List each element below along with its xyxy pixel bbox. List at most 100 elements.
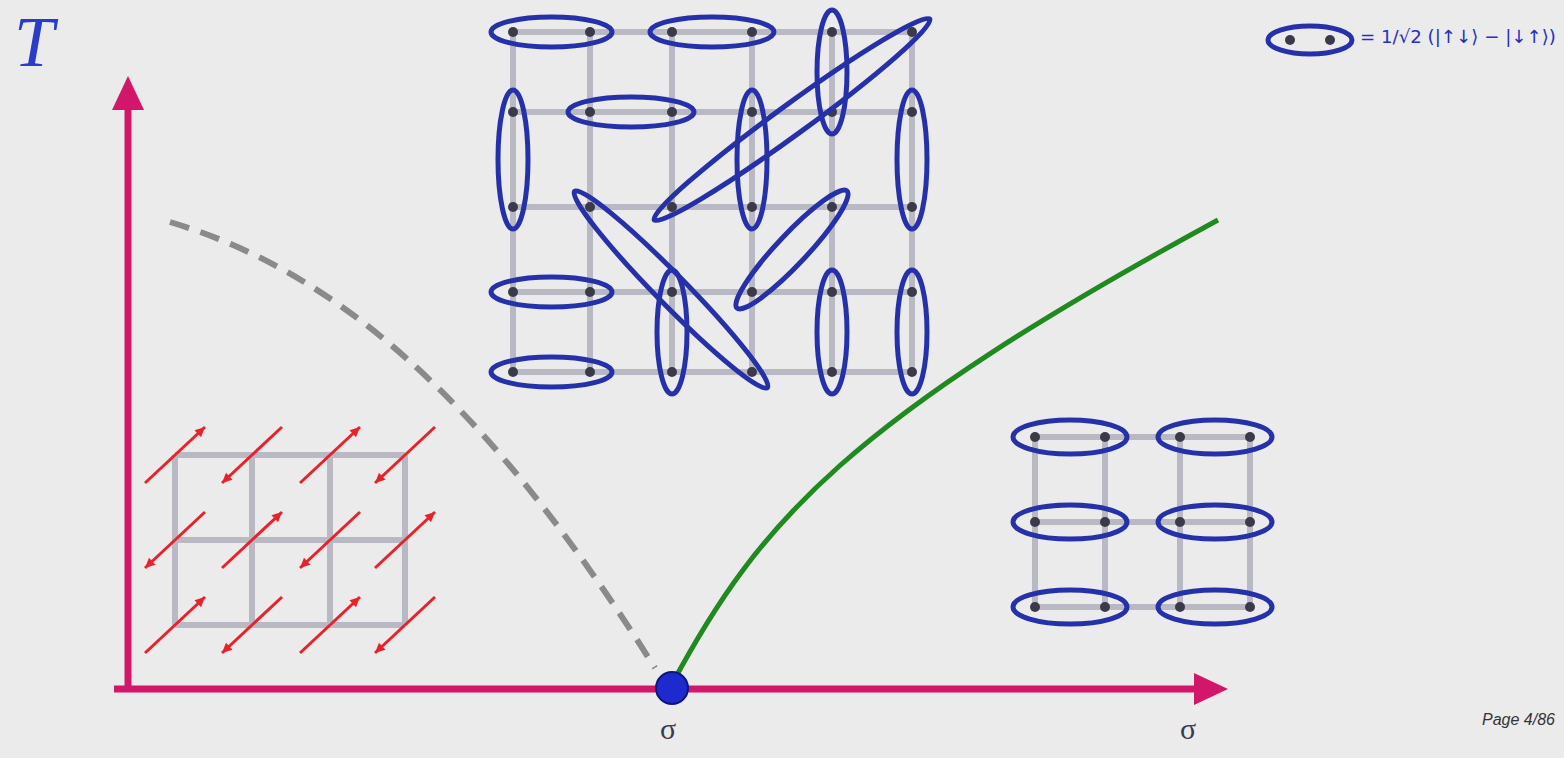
spin-site: [667, 202, 677, 212]
spin-site: [1100, 602, 1110, 612]
spin-site: [585, 107, 595, 117]
spin-site: [1245, 432, 1255, 442]
spin-site: [667, 287, 677, 297]
spin-arrow: [300, 597, 360, 653]
spin-arrowhead: [375, 473, 386, 483]
spin-site: [585, 367, 595, 377]
rvb-lattice: [491, 7, 939, 398]
spin-site: [1175, 517, 1185, 527]
spin-arrow: [222, 597, 282, 653]
spin-site: [508, 367, 518, 377]
spin-site: [508, 107, 518, 117]
spin-site: [747, 107, 757, 117]
page-number: Page 4/86: [1482, 712, 1555, 728]
singlet-bond: [817, 270, 847, 394]
spin-arrowhead: [349, 597, 360, 607]
spin-site: [508, 202, 518, 212]
crossover-line: [170, 222, 655, 668]
spin-site: [508, 287, 518, 297]
spin-site: [1100, 432, 1110, 442]
lattice-bond: [1035, 434, 1250, 440]
spin-site: [747, 202, 757, 212]
spin-site: [1030, 517, 1040, 527]
lattice-bond: [175, 452, 405, 458]
singlet-bond: [498, 90, 528, 229]
lattice-bond: [1035, 604, 1250, 610]
spin-site: [827, 202, 837, 212]
singlet-bond: [1013, 505, 1127, 539]
singlet-legend-symbol: [1268, 26, 1352, 54]
spin-site: [1245, 517, 1255, 527]
spin-arrow: [145, 427, 205, 483]
singlet-bond: [491, 17, 612, 47]
spin-site: [585, 287, 595, 297]
spin-site: [827, 367, 837, 377]
spin-arrowhead: [349, 427, 360, 437]
spin-site: [667, 367, 677, 377]
singlet-bond: [491, 357, 612, 387]
spin-site: [907, 27, 917, 37]
spin-site: [1030, 602, 1040, 612]
spin-arrow: [375, 427, 435, 483]
spin-site: [747, 287, 757, 297]
spin-arrow: [222, 512, 282, 568]
spin-site: [747, 367, 757, 377]
lattice-bond: [175, 622, 405, 628]
lattice-bond: [175, 537, 405, 543]
spin-site: [585, 202, 595, 212]
transition-line: [672, 220, 1218, 684]
spin-arrow: [145, 512, 205, 568]
spin-arrowhead: [424, 512, 435, 522]
spin-arrowhead: [145, 558, 156, 568]
critical-point: [656, 672, 688, 704]
spin-arrowhead: [222, 643, 233, 653]
axis-title: σ: [1180, 714, 1196, 744]
spin-site: [747, 27, 757, 37]
spin-arrow: [222, 427, 282, 483]
lattice-bond: [513, 204, 912, 210]
spin-arrow: [375, 512, 435, 568]
singlet-bond: [897, 90, 927, 229]
spin-site: [508, 27, 518, 37]
axis-arrowhead: [112, 76, 144, 110]
spin-site: [667, 107, 677, 117]
spin-site: [1030, 432, 1040, 442]
singlet-bond: [1158, 505, 1272, 539]
spin-site: [907, 202, 917, 212]
spin-arrow: [375, 597, 435, 653]
singlet-bond: [1158, 590, 1272, 624]
singlet-bond: [657, 270, 687, 394]
singlet-bond: [1013, 590, 1127, 624]
spin-arrowhead: [194, 427, 205, 437]
spin-arrowhead: [222, 473, 233, 483]
singlet-bond: [1013, 420, 1127, 454]
spin-site: [667, 27, 677, 37]
lattice-bond: [513, 29, 912, 35]
spin-site: [585, 27, 595, 37]
axis-arrowhead: [1194, 673, 1228, 705]
singlet-bond: [645, 7, 938, 232]
spin-arrowhead: [300, 558, 311, 568]
spin-site: [1245, 602, 1255, 612]
vbs-lattice: [1013, 420, 1272, 624]
spin-arrow: [145, 597, 205, 653]
spin-site: [907, 287, 917, 297]
spin-site: [1175, 432, 1185, 442]
spin-site: [1100, 517, 1110, 527]
singlet-bond: [491, 277, 612, 307]
spin-site: [1325, 35, 1335, 45]
singlet-bond: [650, 17, 774, 47]
singlet-bond: [1158, 420, 1272, 454]
spin-arrow: [300, 512, 360, 568]
singlet-bond: [897, 270, 927, 394]
spin-arrow: [300, 427, 360, 483]
spin-site: [827, 287, 837, 297]
spin-site: [1175, 602, 1185, 612]
spin-arrowhead: [375, 643, 386, 653]
lattice-bond: [513, 109, 912, 115]
lattice-bond: [513, 289, 912, 295]
spin-site: [827, 27, 837, 37]
legend-text: = 1/√2 (|↑↓⟩ − |↓↑⟩): [1360, 28, 1556, 46]
axis-tick-label: σ: [660, 714, 676, 744]
